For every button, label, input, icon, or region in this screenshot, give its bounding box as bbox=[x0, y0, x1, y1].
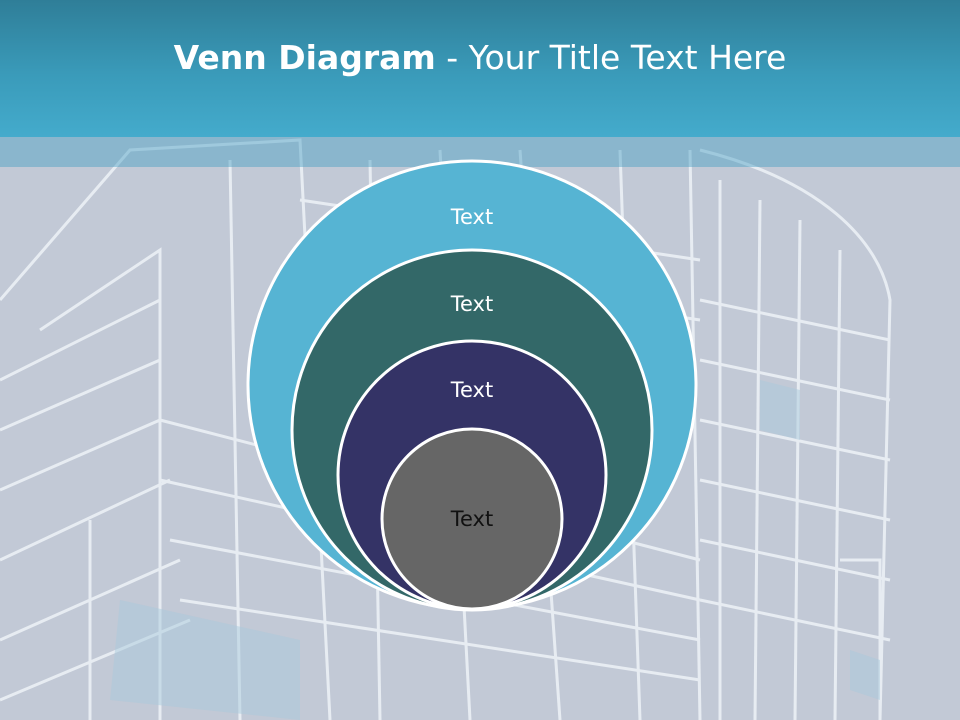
circle-third-label: Text bbox=[450, 378, 493, 402]
circle-inner-label: Text bbox=[450, 507, 493, 531]
slide-title-rest: - Your Title Text Here bbox=[435, 38, 787, 77]
circle-inner: Text bbox=[380, 427, 564, 611]
circle-inner-shape bbox=[380, 427, 564, 611]
title-bar bbox=[0, 0, 960, 137]
slide-title: Venn Diagram - Your Title Text Here bbox=[0, 38, 960, 77]
circle-outer-label: Text bbox=[450, 205, 493, 229]
slide-title-bold: Venn Diagram bbox=[173, 38, 436, 77]
circle-second-label: Text bbox=[450, 292, 493, 316]
